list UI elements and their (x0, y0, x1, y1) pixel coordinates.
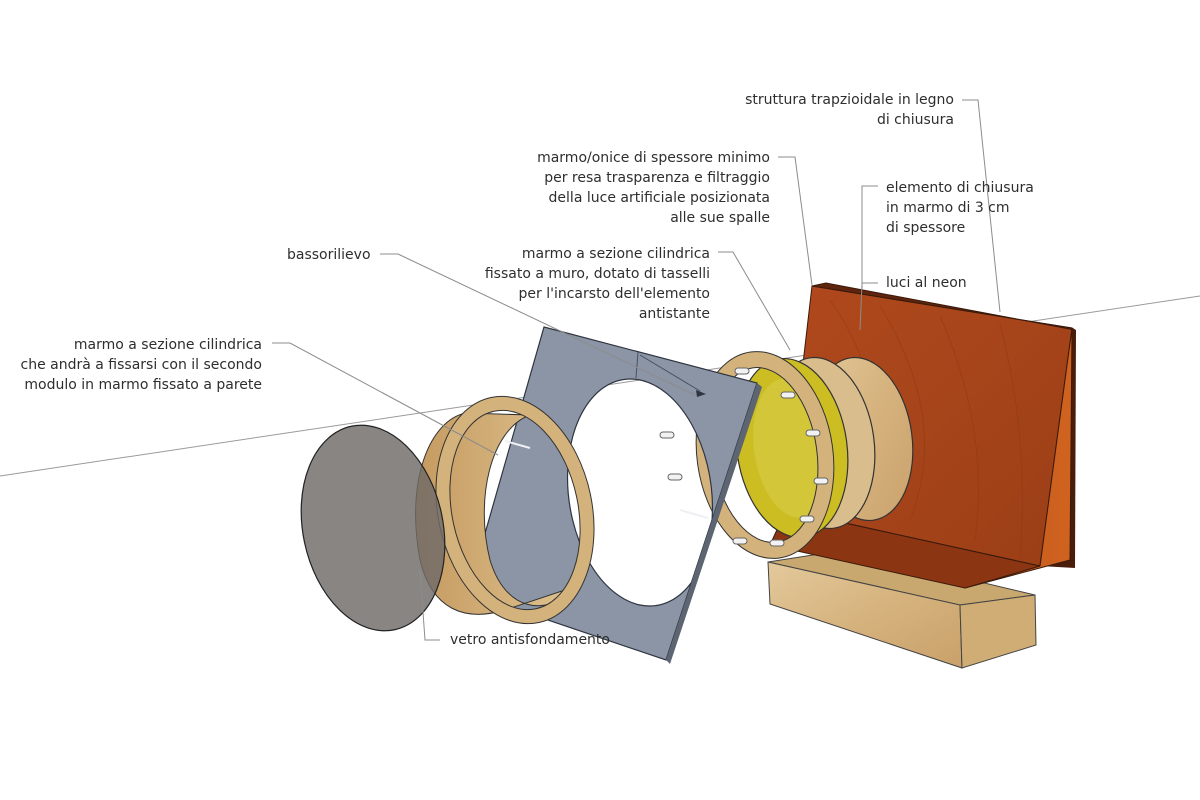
marble-base-block (767, 549, 1037, 669)
label-glass: vetro antisfondamento (450, 632, 610, 648)
label-bas-relief: bassorilievo (287, 247, 371, 263)
label-front-marble-cylinder: marmo a sezione cilindrica che andrà a f… (20, 337, 262, 393)
wall-marble-ring (659, 351, 835, 559)
label-wall-marble-cylinder: marmo a sezione cilindrica fissato a mur… (484, 246, 710, 322)
label-neon-lights: luci al neon (886, 275, 967, 291)
leader-lines (272, 99, 1001, 641)
label-closing-element: elemento di chiusura in marmo di 3 cm di… (886, 180, 1034, 236)
label-onyx: marmo/onice di spessore minimo per resa … (537, 150, 770, 226)
glass-disc (300, 424, 446, 632)
label-wooden-structure: struttura trapzioidale in legno di chius… (745, 92, 954, 128)
